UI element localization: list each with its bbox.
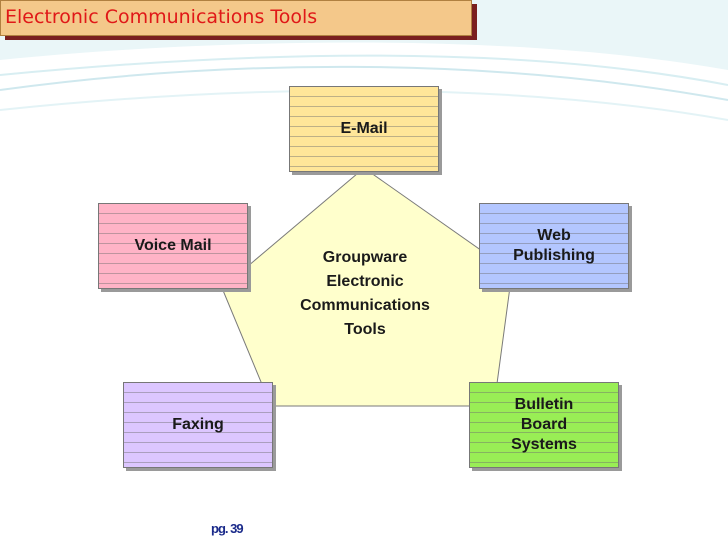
node-voice-mail: Voice Mail (98, 203, 248, 289)
node-web-publishing-label: Web Publishing (513, 227, 595, 264)
node-bulletin-board-label: Bulletin Board Systems (511, 396, 577, 453)
node-faxing: Faxing (123, 382, 273, 468)
node-faxing-label: Faxing (172, 416, 224, 433)
node-web-publishing: Web Publishing (479, 203, 629, 289)
node-email-label: E-Mail (340, 120, 388, 137)
node-email: E-Mail (289, 86, 439, 172)
node-bulletin-board: Bulletin Board Systems (469, 382, 619, 468)
center-label: Groupware Electronic Communications Tool… (300, 249, 430, 338)
title-banner: Electronic Communications Tools (0, 0, 472, 36)
node-voice-mail-label: Voice Mail (134, 237, 212, 254)
page-title: Electronic Communications Tools (5, 6, 318, 28)
page-reference: pg. 39 (211, 521, 244, 536)
